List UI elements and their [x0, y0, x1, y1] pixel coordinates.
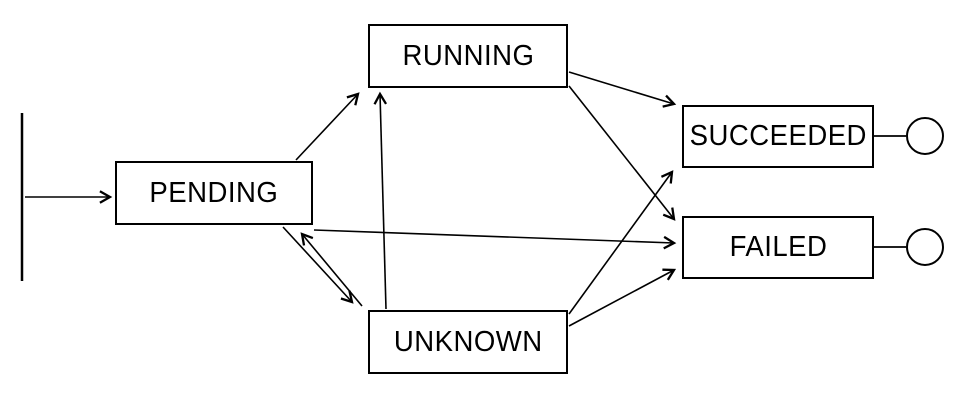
succeeded-end-circle	[906, 117, 944, 155]
edge-pending-failed	[313, 229, 677, 250]
failed-end-circle	[906, 228, 944, 266]
node-pending-label: PENDING	[149, 176, 279, 209]
node-unknown: UNKNOWN	[368, 310, 568, 374]
node-unknown-label: UNKNOWN	[393, 325, 543, 358]
node-succeeded: SUCCEEDED	[682, 105, 874, 168]
edge-unknown-running	[373, 91, 388, 310]
node-succeeded-label: SUCCEEDED	[689, 120, 867, 152]
edge-unknown-failed	[568, 268, 677, 327]
node-failed: FAILED	[682, 216, 874, 279]
edge-pending-unknown	[282, 226, 354, 304]
node-failed-label: FAILED	[729, 231, 827, 263]
edge-unknown-succeeded	[568, 170, 674, 315]
edge-running-succeeded	[568, 71, 677, 108]
node-running: RUNNING	[368, 24, 568, 88]
edge-running-failed	[568, 85, 676, 221]
edge-pending-running	[295, 92, 360, 161]
node-running-label: RUNNING	[402, 39, 534, 72]
edge-unknown-pending	[300, 232, 363, 307]
node-pending: PENDING	[115, 161, 313, 225]
